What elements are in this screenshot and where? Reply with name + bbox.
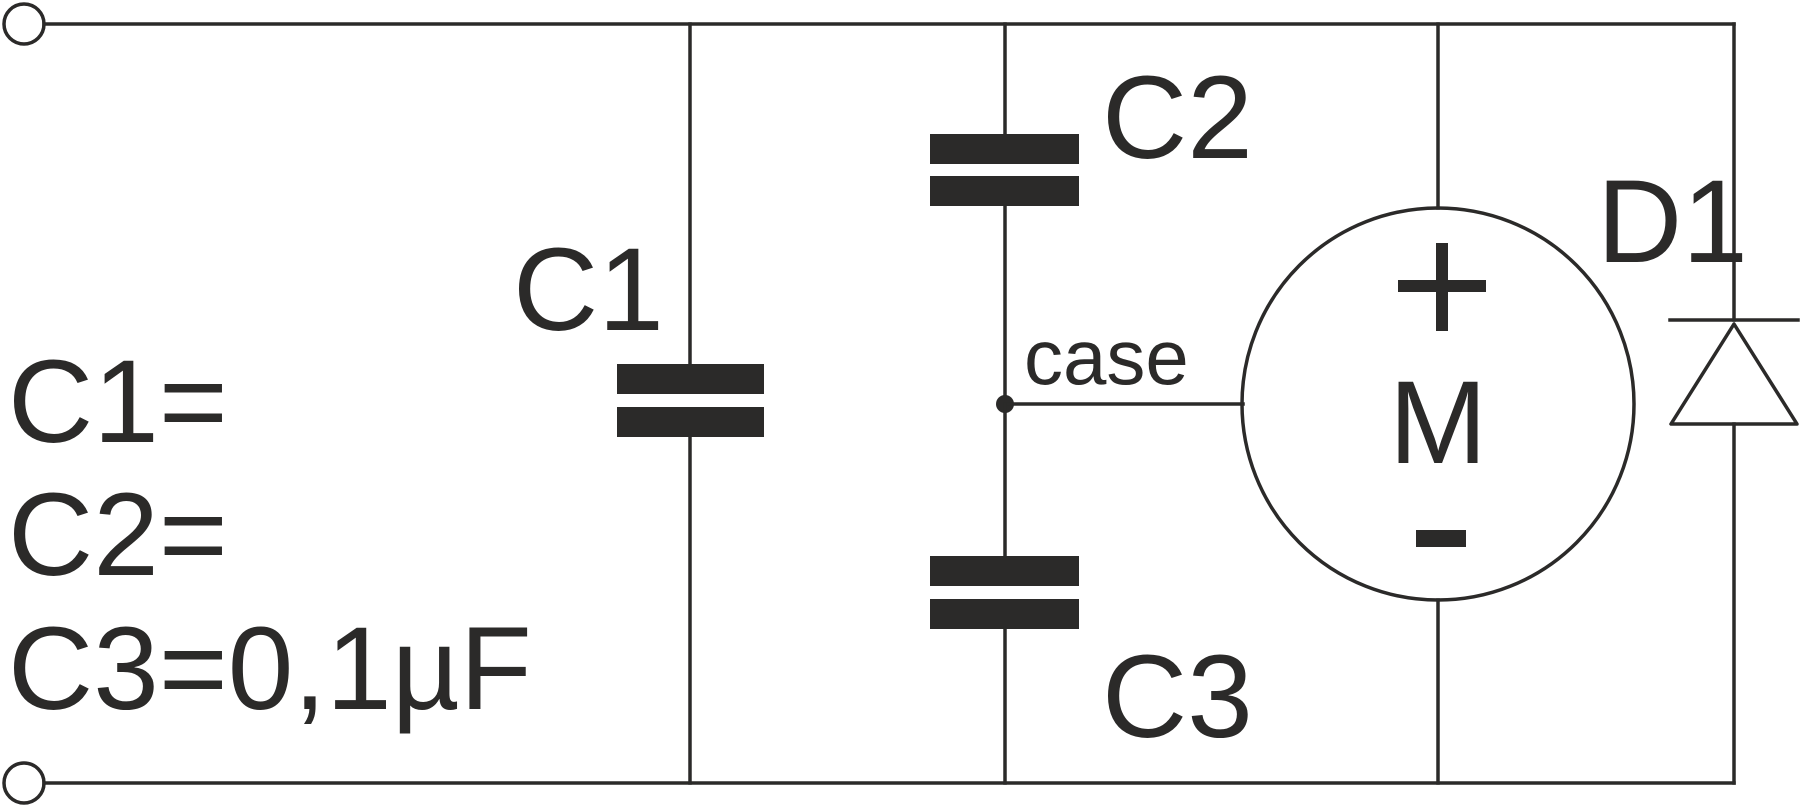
d1-label: D1: [1597, 156, 1748, 288]
bottom-terminal: [2, 761, 46, 805]
value-line-c1: C1=: [8, 336, 228, 468]
c2-label: C2: [1102, 52, 1253, 184]
motor-minus-icon: [1416, 530, 1466, 547]
c1-label: C1: [513, 224, 664, 356]
value-line-c3: C3=0,1µF: [8, 603, 532, 735]
c2-plate-bottom: [930, 176, 1079, 206]
c2-plate-top: [930, 134, 1079, 164]
c1-plate-top: [617, 364, 764, 394]
capacitor-c3: [930, 402, 1079, 785]
c3-label: C3: [1102, 631, 1253, 763]
motor-plus-icon: [1398, 243, 1486, 331]
c3-plate-top: [930, 556, 1079, 586]
capacitor-c2: [930, 22, 1079, 406]
value-line-c2: C2=: [8, 469, 228, 601]
case-label: case: [1024, 313, 1189, 401]
c1-plate-bottom: [617, 407, 764, 437]
diode-d1: [1668, 22, 1800, 785]
c3-plate-bottom: [930, 599, 1079, 629]
motor-m: M: [1240, 22, 1636, 785]
top-terminal: [2, 2, 46, 46]
d1-triangle: [1669, 322, 1799, 426]
motor-label: M: [1389, 357, 1487, 489]
capacitor-c1: [617, 22, 764, 785]
